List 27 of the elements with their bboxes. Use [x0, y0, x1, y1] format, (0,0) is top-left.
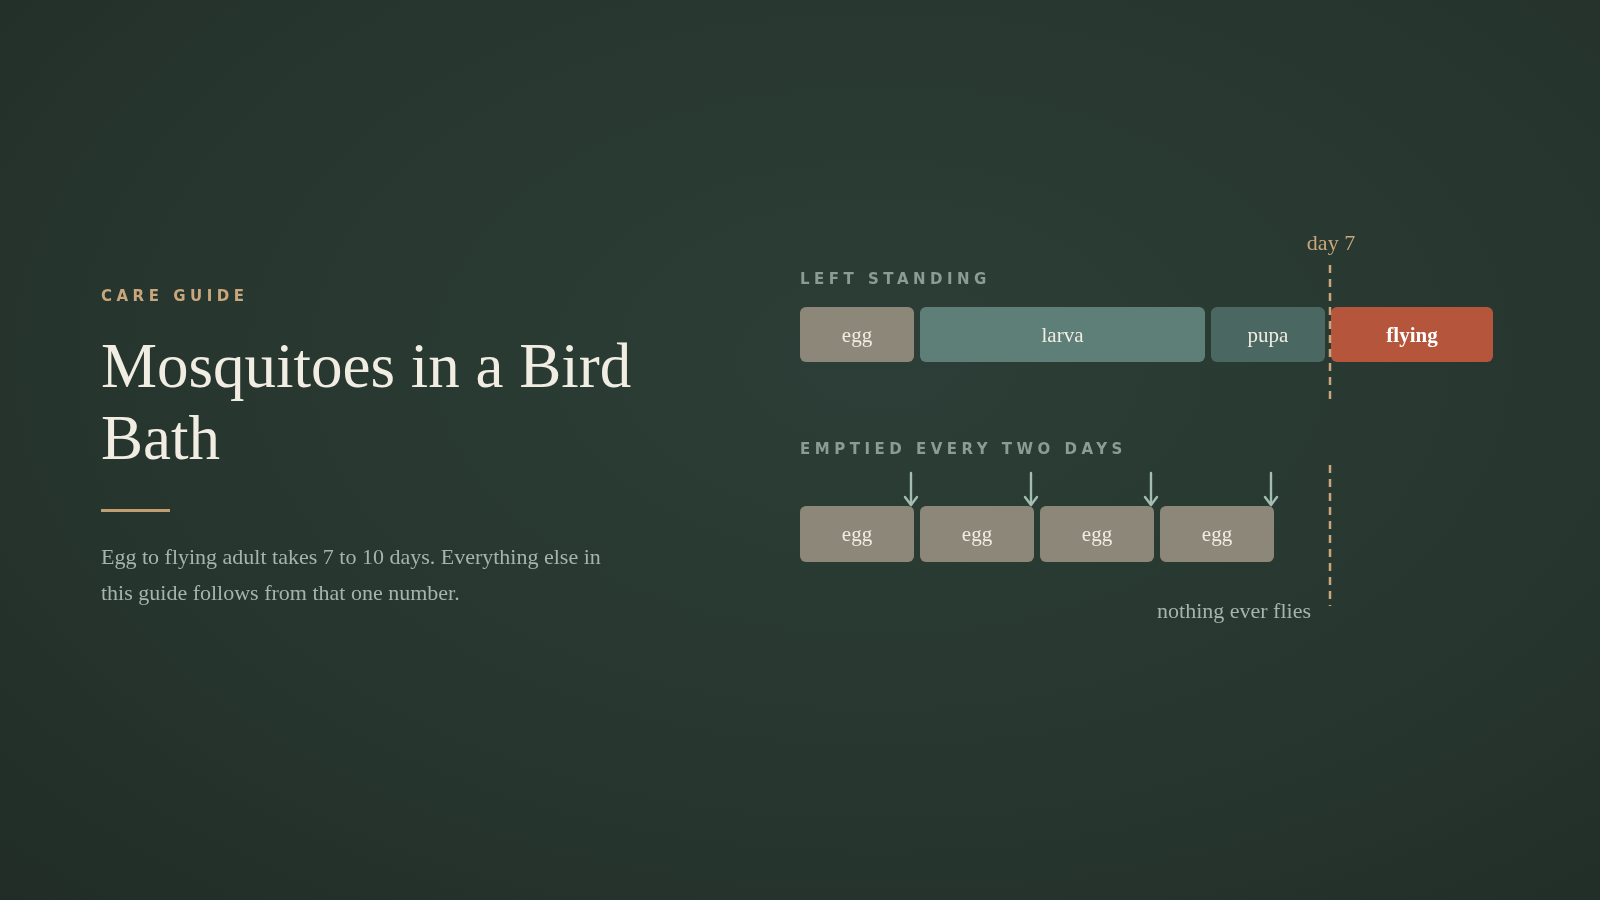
- stage-label: flying: [1386, 322, 1438, 347]
- stage-bar: [800, 506, 914, 562]
- row-caption: nothing ever flies: [1157, 598, 1311, 624]
- stage-bar: [920, 506, 1034, 562]
- stage-bar: [1160, 506, 1274, 562]
- eyebrow-label: CARE GUIDE: [101, 287, 249, 305]
- stage-bar: [1040, 506, 1154, 562]
- stage-bar: [800, 307, 914, 362]
- row-heading: EMPTIED EVERY TWO DAYS: [800, 440, 1127, 458]
- row-heading: LEFT STANDING: [800, 270, 991, 288]
- arrow: [1263, 471, 1279, 507]
- stage-label: larva: [1041, 322, 1084, 347]
- title: Mosquitoes in a Bird Bath: [101, 330, 633, 474]
- stage-bar: [920, 307, 1205, 362]
- body-text: Egg to flying adult takes 7 to 10 days. Everything else in this guide follows from that one number.: [101, 543, 602, 607]
- stage-label: egg: [1081, 522, 1113, 546]
- stage-label: egg: [841, 322, 873, 347]
- arrow: [1023, 471, 1039, 507]
- arrow: [903, 471, 919, 507]
- stage-bar: [1331, 307, 1493, 362]
- stage-label: pupa: [1247, 322, 1289, 347]
- day-marker-label: day 7: [1306, 230, 1356, 256]
- stage-label: egg: [961, 522, 993, 546]
- stage-label: egg: [841, 522, 873, 546]
- arrow: [1143, 471, 1159, 507]
- stage-label: egg: [1201, 522, 1233, 546]
- stage-bar: [1211, 307, 1325, 362]
